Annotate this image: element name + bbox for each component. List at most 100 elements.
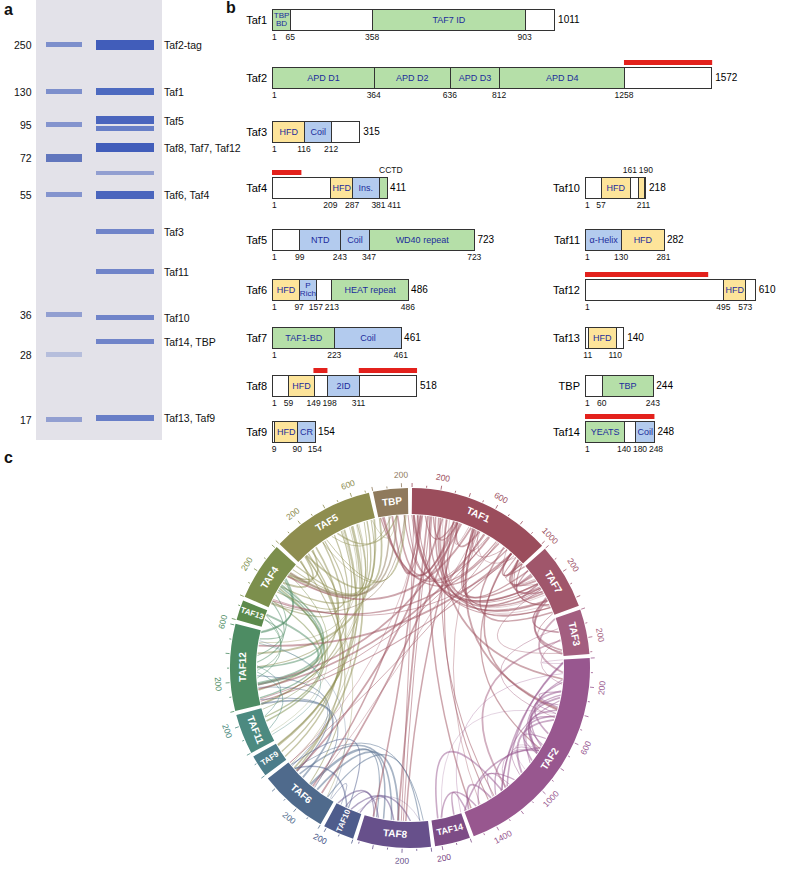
- sample-band: [96, 415, 154, 421]
- protein-length: 1011: [558, 15, 580, 25]
- crosslink-chord: [373, 515, 420, 816]
- ring-tick: [588, 636, 592, 638]
- protein-bar: Taf9154HFDCR: [272, 421, 315, 443]
- residue-number: 1: [585, 445, 590, 454]
- protein-bar: Taf21572APD D1APD D2APD D3APD D4: [272, 67, 712, 89]
- ring-segment: [324, 803, 361, 838]
- tick-number: 200: [240, 556, 255, 573]
- domain-box: HFD: [330, 177, 353, 199]
- ring-tick: [563, 569, 566, 571]
- protein-name: Taf12: [553, 285, 580, 296]
- segment-name: TBP: [381, 496, 402, 508]
- protein-length: 244: [656, 381, 673, 391]
- ring-tick: [521, 811, 523, 814]
- residue-number: 1: [585, 253, 590, 262]
- ring-tick: [371, 487, 373, 491]
- residue-number: 180: [633, 445, 647, 454]
- ring-tick: [364, 491, 365, 493]
- ring-tick: [298, 521, 300, 524]
- residue-number: 1: [585, 201, 590, 210]
- ring-tick: [230, 711, 234, 713]
- molecular-weight: 72: [20, 153, 32, 164]
- ring-segment: [431, 813, 469, 846]
- domain-box: HFD: [621, 229, 665, 251]
- crosslink-chord: [403, 516, 430, 820]
- ring-tick: [238, 604, 240, 606]
- band-label: Taf2-tag: [164, 40, 202, 51]
- domain-box: Coil: [334, 327, 402, 349]
- ring-tick: [588, 701, 590, 702]
- crosslink-chord: [501, 629, 558, 718]
- ring-tick: [226, 653, 230, 654]
- residue-number: 636: [443, 91, 457, 100]
- ring-tick: [426, 486, 427, 488]
- protein-bar: Taf14248YEATSCoil: [585, 421, 654, 443]
- sample-band: [96, 116, 154, 124]
- crosslink-chord: [539, 692, 561, 707]
- crosslink-chord: [541, 639, 562, 684]
- ring-tick: [264, 558, 266, 559]
- residue-number: 1: [272, 399, 277, 408]
- residue-number: 211: [637, 201, 651, 210]
- residue-number: 243: [646, 399, 660, 408]
- ring-tick: [455, 491, 456, 493]
- residue-number: 364: [367, 91, 381, 100]
- ring-tick: [555, 558, 557, 559]
- ring-tick: [255, 764, 257, 765]
- residue-number: 59: [284, 399, 293, 408]
- ring-tick: [318, 825, 320, 828]
- protein-name: Taf14: [553, 427, 580, 438]
- molecular-weight: 55: [20, 190, 32, 201]
- protein-name: Taf9: [246, 427, 267, 438]
- protein-bar: Taf11011TBP BDTAF7 ID: [272, 9, 555, 31]
- ring-tick: [337, 500, 339, 502]
- residue-number: 358: [365, 33, 379, 42]
- residue-number: 411: [387, 201, 401, 210]
- ring-tick: [590, 687, 594, 688]
- protein-length: 218: [649, 183, 666, 193]
- protein-name: Taf5: [246, 235, 267, 246]
- domain-box: HFD: [274, 421, 298, 443]
- ring-tick: [532, 801, 533, 802]
- ring-tick: [232, 618, 236, 619]
- domain-label: HFD: [279, 128, 298, 137]
- protein-length: 461: [404, 333, 421, 343]
- crosslink-chord: [257, 619, 281, 671]
- gel-background: [36, 0, 162, 440]
- residue-number: 223: [327, 351, 341, 360]
- protein-bar: Taf7461TAF1-BDCoil: [272, 327, 401, 349]
- ring-tick: [247, 753, 251, 755]
- marker-band: [46, 312, 82, 317]
- domain-callout: CCTD: [379, 166, 403, 175]
- ring-segment: [357, 815, 431, 848]
- protein-length: 248: [657, 427, 674, 437]
- ring-segment: [556, 610, 590, 657]
- ring-tick: [591, 657, 595, 658]
- ring-tick: [508, 514, 509, 516]
- sample-band: [96, 126, 154, 131]
- panel-letter: c: [4, 450, 13, 466]
- domain-label: Coil: [360, 334, 376, 343]
- molecular-weight: 28: [20, 350, 32, 361]
- residue-number: 154: [308, 445, 322, 454]
- tick-number: 600: [493, 491, 510, 505]
- residue-number: 812: [492, 91, 506, 100]
- ring-tick: [531, 532, 532, 533]
- residue-number: 57: [596, 201, 605, 210]
- domain-label: Coil: [311, 128, 327, 137]
- red-region-bar: [272, 170, 301, 175]
- residue-number: 99: [295, 253, 304, 262]
- ring-segment: [236, 708, 274, 753]
- residue-number: 130: [614, 253, 628, 262]
- residue-number: 9: [272, 445, 277, 454]
- domain-box: TBP BD: [272, 9, 291, 31]
- protein-length: 411: [390, 183, 406, 193]
- marker-band: [46, 417, 82, 422]
- molecular-weight: 250: [14, 40, 32, 51]
- ring-tick: [240, 595, 244, 597]
- ring-tick: [387, 848, 388, 850]
- protein-bar: Taf3315HFDCoil: [272, 121, 360, 143]
- ring-tick: [288, 532, 289, 533]
- sample-band: [96, 191, 154, 199]
- domain-box: TAF1-BD: [272, 327, 335, 349]
